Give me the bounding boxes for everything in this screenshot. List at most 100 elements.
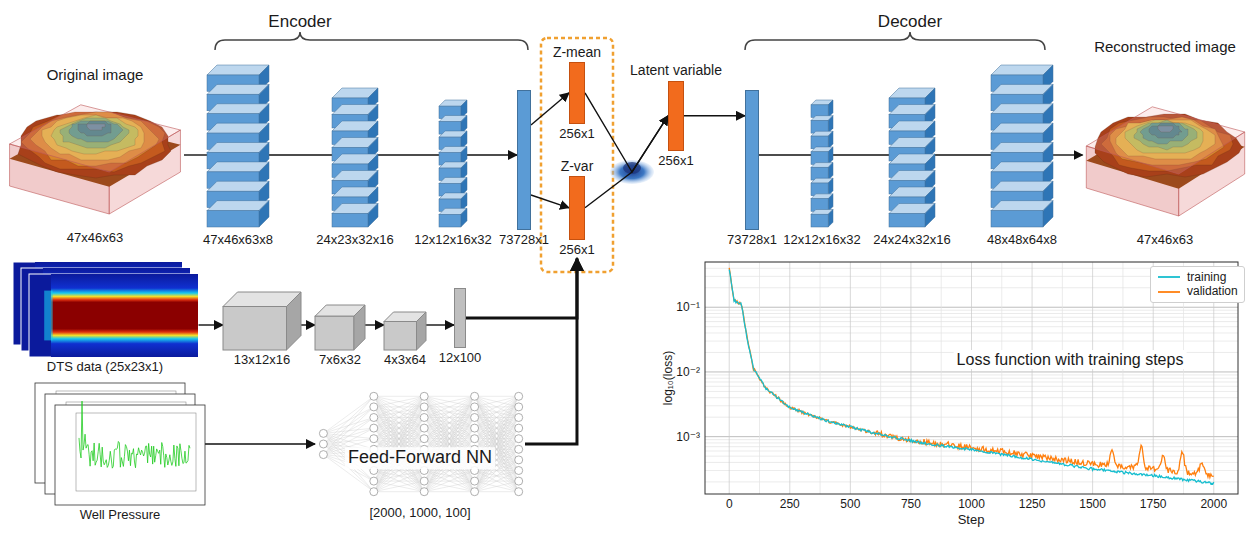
dimension-label: 256x1 [559,126,594,142]
node-title: Z-mean [553,44,601,61]
network-link [424,396,474,417]
node-title: Latent variable [630,62,722,79]
dimension-label: 256x1 [658,153,693,169]
node-title: Z-var [561,158,594,175]
network-link [424,407,474,492]
dimension-label: 24x23x32x16 [316,232,393,248]
grid-line [941,262,942,494]
network-link [475,396,519,407]
dimension-label: 48x48x64x8 [987,232,1057,248]
network-link [424,396,474,407]
tick-label: 10⁻¹ [676,300,700,314]
text-group: 73728x1 [499,232,549,248]
flatten-vector: 73728x1 [499,90,549,248]
slab-top [991,162,1053,172]
cube-front [315,316,354,350]
network-link [475,396,519,491]
flow-arrow [585,93,668,172]
network-link [374,439,424,481]
network-link [475,407,519,492]
section-title: Encoder [268,12,331,32]
network-link [374,439,424,460]
slab-side [461,208,467,227]
dimension-label: [2000, 1000, 100] [369,505,470,521]
legend-entry: validation [1157,284,1238,298]
network-link [374,439,424,460]
neuron [515,445,523,453]
neuron [471,403,479,411]
network-link [424,407,474,492]
network-link [424,428,474,481]
text-group: 47x46x63x8 [203,232,273,248]
network-link [424,449,474,460]
slab-side [828,194,833,211]
network-link [475,439,519,492]
flow-arrow [426,324,454,325]
network-link [374,418,424,492]
network-link [424,418,474,482]
tick-label: 0 [726,497,733,511]
neuron [420,456,428,464]
network-link [424,396,474,407]
network-link [323,433,373,491]
conv-block: 4x3x64 [384,312,426,368]
network-link [475,396,519,438]
network-link [374,460,424,471]
network-link [424,396,474,470]
node-shape [207,65,269,230]
deconv-layer: 12x12x16x32 [783,100,860,248]
network-link [475,407,519,492]
slab-top [991,201,1053,211]
conv-layer: 24x23x32x16 [316,88,393,248]
network-link [323,444,373,492]
tick-label: 1750 [1140,497,1167,511]
network-link [475,396,519,470]
neuron [515,467,523,475]
slab-front [889,214,925,228]
text-group: 256x1 [559,242,594,258]
network-link [475,396,519,470]
axis-title: Step [958,512,985,528]
legend-sample [1157,272,1181,282]
tick-label: 1250 [1019,497,1046,511]
network-link [475,491,519,492]
network-link [424,396,474,460]
grid-line [729,262,730,494]
text-group: [2000, 1000, 100] [369,505,470,521]
slab-top [207,104,269,114]
network-link [374,449,424,470]
neuron [420,435,428,443]
tick-label: 1000 [958,497,985,511]
flow-arrow [759,154,811,155]
network-link [374,428,424,470]
flow-arrow [184,154,207,155]
feedforward-net: Feed-Forward NN [2000, 1000, 100] [315,385,525,521]
network-link [323,396,373,444]
slab-side [828,100,833,117]
tick-label: 500 [840,497,860,511]
network-link [323,433,373,470]
network-link [323,407,373,455]
neuron [471,414,479,422]
flow-arrow [1053,154,1083,155]
dimension-label: 73728x1 [727,232,777,248]
network-link [475,471,519,492]
network-link [424,460,474,492]
flow-arrow [378,154,439,155]
encoder-bracket [215,32,528,50]
vector-bar [517,91,530,230]
neuron [420,488,428,496]
node-title: Feed-Forward NN [345,447,495,469]
network-link [323,433,373,460]
network-link [475,396,519,428]
legend-sample [1157,287,1181,297]
network-link [475,471,519,492]
network-link [475,396,519,449]
network-link [374,460,424,492]
pressure-trace [79,401,190,468]
neuron [420,424,428,432]
network-link [374,396,424,417]
network-link [374,396,424,449]
slab-top [991,123,1053,133]
network-link [374,471,424,492]
